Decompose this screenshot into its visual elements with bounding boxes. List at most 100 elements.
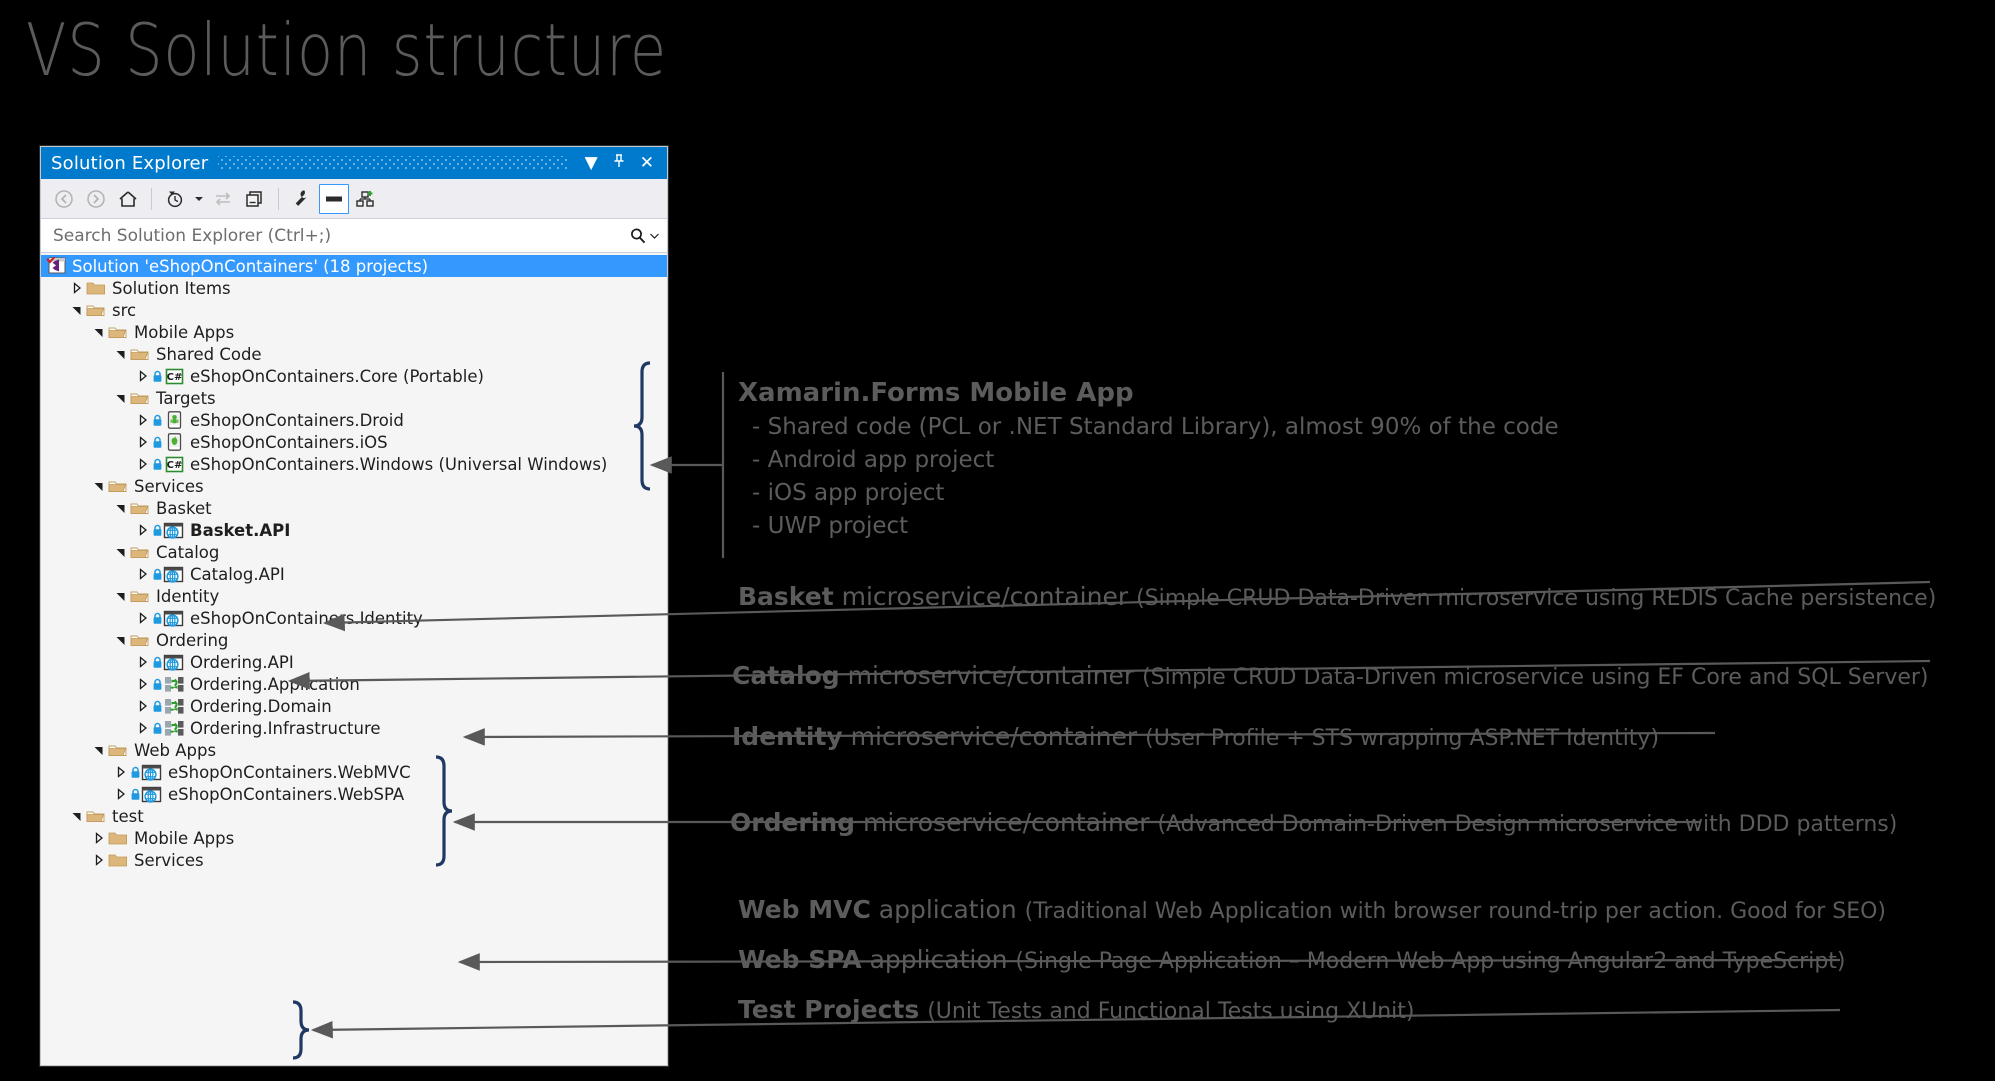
- collapse-arrow-icon[interactable]: [135, 370, 151, 382]
- tree-row[interactable]: Basket: [41, 497, 667, 519]
- expand-arrow-icon[interactable]: [113, 634, 129, 646]
- expand-arrow-icon[interactable]: [91, 744, 107, 756]
- collapse-arrow-icon[interactable]: [69, 282, 85, 294]
- annotation-identity: Identity microservice/container (User Pr…: [732, 722, 1659, 751]
- collapse-arrow-icon[interactable]: [135, 436, 151, 448]
- folder-open-icon: [85, 808, 107, 824]
- annotation-web-mvc-mid: application: [870, 895, 1025, 924]
- tree-item-label: Services: [134, 850, 204, 870]
- search-icon[interactable]: [629, 227, 659, 245]
- pending-changes-filter-icon[interactable]: [160, 184, 190, 214]
- tree-row[interactable]: eShopOnContainers.WebSPA: [41, 783, 667, 805]
- tree-row[interactable]: Basket.API: [41, 519, 667, 541]
- tree-row[interactable]: Ordering.Domain: [41, 695, 667, 717]
- annotation-mobile-bullet-1: - Shared code (PCL or .NET Standard Libr…: [752, 414, 1559, 440]
- tree-row[interactable]: Catalog.API: [41, 563, 667, 585]
- tree-item-label: eShopOnContainers.Droid: [190, 410, 404, 430]
- tree-row[interactable]: src: [41, 299, 667, 321]
- expand-arrow-icon[interactable]: [91, 480, 107, 492]
- tree-row[interactable]: Ordering.Application: [41, 673, 667, 695]
- folder-open-icon: [129, 544, 151, 560]
- tree-item-label: Shared Code: [156, 344, 262, 364]
- search-bar[interactable]: [41, 219, 667, 253]
- tree-item-label: Services: [134, 476, 204, 496]
- expand-arrow-icon[interactable]: [113, 392, 129, 404]
- collapse-arrow-icon[interactable]: [135, 678, 151, 690]
- tree-row[interactable]: Ordering.API: [41, 651, 667, 673]
- lock-icon: [151, 700, 163, 713]
- tree-row[interactable]: Ordering.Infrastructure: [41, 717, 667, 739]
- solution-tree[interactable]: Solution 'eShopOnContainers' (18 project…: [41, 253, 667, 1065]
- lock-icon: [151, 722, 163, 735]
- expand-arrow-icon[interactable]: [91, 326, 107, 338]
- csharp-project-icon: C#: [163, 368, 185, 385]
- expand-arrow-icon[interactable]: [113, 348, 129, 360]
- home-icon[interactable]: [113, 184, 143, 214]
- expand-arrow-icon[interactable]: [69, 304, 85, 316]
- collapse-arrow-icon[interactable]: [135, 524, 151, 536]
- expand-arrow-icon[interactable]: [113, 546, 129, 558]
- properties-icon[interactable]: [287, 184, 317, 214]
- tree-row[interactable]: Services: [41, 849, 667, 871]
- collapse-arrow-icon[interactable]: [135, 612, 151, 624]
- back-icon[interactable]: [49, 184, 79, 214]
- tree-row[interactable]: Web Apps: [41, 739, 667, 761]
- tree-item-label: Ordering.Infrastructure: [190, 718, 381, 738]
- tree-row[interactable]: Shared Code: [41, 343, 667, 365]
- web-project-icon: [163, 566, 185, 583]
- collapse-arrow-icon[interactable]: [135, 414, 151, 426]
- tree-row[interactable]: Solution Items: [41, 277, 667, 299]
- annotation-basket-paren: (Simple CRUD Data-Driven microservice us…: [1136, 586, 1937, 611]
- expand-arrow-icon[interactable]: [113, 502, 129, 514]
- tree-row[interactable]: Mobile Apps: [41, 827, 667, 849]
- collapse-arrow-icon[interactable]: [91, 832, 107, 844]
- annotation-web-spa-mid: application: [861, 945, 1016, 974]
- web-project-icon: [141, 764, 163, 781]
- sync-with-active-document-icon[interactable]: [208, 184, 238, 214]
- tree-row[interactable]: Catalog: [41, 541, 667, 563]
- tree-item-label: src: [112, 300, 137, 320]
- preview-selected-items-icon[interactable]: [319, 183, 349, 214]
- collapse-arrow-icon[interactable]: [135, 568, 151, 580]
- forward-icon[interactable]: [81, 184, 111, 214]
- tree-item-label: Basket: [156, 498, 212, 518]
- tree-row-solution-root[interactable]: Solution 'eShopOnContainers' (18 project…: [41, 255, 667, 277]
- tree-row[interactable]: Identity: [41, 585, 667, 607]
- search-input[interactable]: [51, 224, 629, 247]
- tree-row[interactable]: C#eShopOnContainers.Core (Portable): [41, 365, 667, 387]
- tree-row[interactable]: eShopOnContainers.Identity: [41, 607, 667, 629]
- tree-item-label: Basket.API: [190, 520, 291, 540]
- annotation-mobile-bullet-3: - iOS app project: [752, 480, 945, 506]
- collapse-arrow-icon[interactable]: [113, 788, 129, 800]
- chevron-down-icon[interactable]: ▼: [584, 152, 598, 173]
- tree-row[interactable]: Services: [41, 475, 667, 497]
- tree-row[interactable]: eShopOnContainers.iOS: [41, 431, 667, 453]
- tree-row[interactable]: C#eShopOnContainers.Windows (Universal W…: [41, 453, 667, 475]
- tree-row[interactable]: eShopOnContainers.Droid: [41, 409, 667, 431]
- tree-row[interactable]: test: [41, 805, 667, 827]
- tree-row[interactable]: Mobile Apps: [41, 321, 667, 343]
- collapse-arrow-icon[interactable]: [113, 766, 129, 778]
- expand-arrow-icon[interactable]: [69, 810, 85, 822]
- lock-icon: [151, 524, 163, 537]
- collapse-arrow-icon[interactable]: [135, 700, 151, 712]
- expand-arrow-icon[interactable]: [113, 590, 129, 602]
- collapse-arrow-icon[interactable]: [135, 656, 151, 668]
- collapse-arrow-icon[interactable]: [135, 722, 151, 734]
- tree-row[interactable]: Ordering: [41, 629, 667, 651]
- folder-open-icon: [85, 302, 107, 318]
- collapse-arrow-icon[interactable]: [135, 458, 151, 470]
- show-all-files-icon[interactable]: [351, 184, 381, 214]
- refresh-icon[interactable]: [240, 184, 270, 214]
- annotation-web-mvc: Web MVC application (Traditional Web App…: [738, 895, 1886, 924]
- pin-icon[interactable]: [605, 151, 633, 175]
- titlebar-grip[interactable]: [218, 156, 568, 170]
- library-project-icon: [163, 676, 185, 693]
- collapse-arrow-icon[interactable]: [91, 854, 107, 866]
- close-icon[interactable]: ✕: [639, 152, 654, 173]
- chevron-down-icon[interactable]: [192, 184, 206, 214]
- lock-icon: [151, 656, 163, 669]
- tree-row[interactable]: eShopOnContainers.WebMVC: [41, 761, 667, 783]
- tree-row[interactable]: Targets: [41, 387, 667, 409]
- folder-open-icon: [129, 390, 151, 406]
